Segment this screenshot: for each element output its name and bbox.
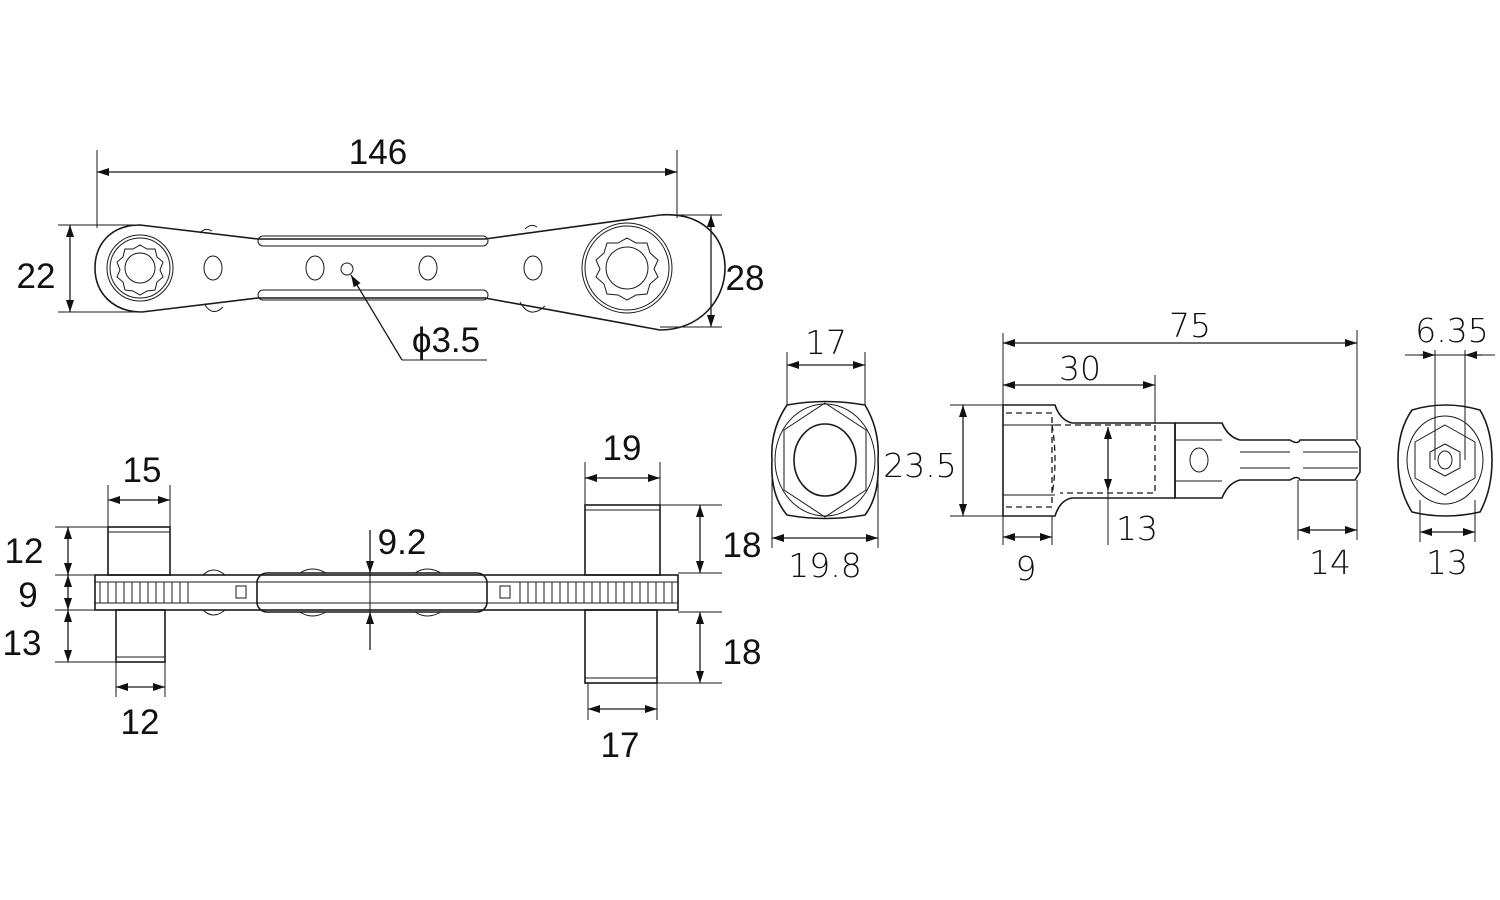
- dim-hex-width: 17: [805, 323, 847, 362]
- socket-end-view: 6.35 13: [1397, 311, 1495, 582]
- dim-left-top-height: 12: [5, 532, 44, 571]
- wrench-top-view: 146 22 28 ϕ3.5: [17, 133, 765, 361]
- dim-inner-size: 13: [1116, 509, 1158, 548]
- dim-right-socket-bottom-width: 17: [601, 726, 640, 765]
- dim-hole-diameter: ϕ3.5: [412, 321, 480, 360]
- dim-head-diameter: 23.5: [883, 446, 956, 485]
- dim-right-top-height: 18: [723, 526, 762, 565]
- dim-small-head-height: 22: [17, 257, 56, 296]
- dim-bit-hex-size: 6.35: [1415, 311, 1488, 350]
- dim-outer-diameter: 19.8: [788, 546, 861, 585]
- socket-front-view: 17 19.8: [770, 323, 880, 585]
- dim-overall-length: 146: [349, 133, 407, 172]
- dim-left-socket-top-width: 15: [123, 451, 162, 490]
- wrench-side-view: 15 19 12 9 13 9.2 18 18 12: [3, 429, 762, 765]
- dim-grip-thickness: 9.2: [378, 523, 427, 562]
- dim-right-socket-top-width: 19: [603, 429, 642, 468]
- dim-left-socket-bottom-width: 12: [121, 703, 160, 742]
- socket-adapter-side-view: 75 30 23.5 13 9 14: [883, 306, 1361, 588]
- dim-large-head-height: 28: [726, 259, 765, 298]
- dim-right-bottom-height: 18: [723, 633, 762, 672]
- dim-end-body-width: 13: [1426, 543, 1468, 582]
- dim-socket-length: 30: [1059, 349, 1101, 388]
- dim-adapter-overall-length: 75: [1169, 306, 1211, 345]
- dim-left-bottom-height: 13: [3, 624, 42, 663]
- dim-socket-depth: 9: [1016, 549, 1037, 588]
- dim-bit-length: 14: [1309, 543, 1351, 582]
- dim-body-thickness: 9: [18, 576, 37, 615]
